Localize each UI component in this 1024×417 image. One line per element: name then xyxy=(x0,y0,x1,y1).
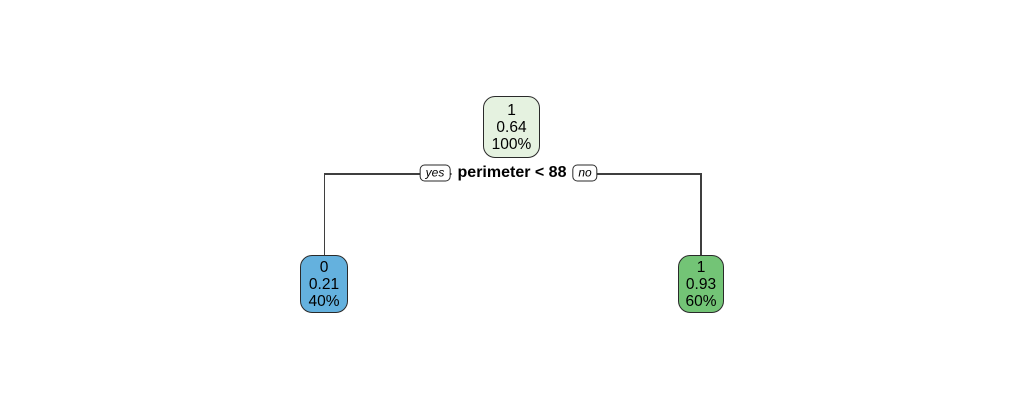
left-leaf-coverage: 40% xyxy=(308,292,340,310)
root-probability: 0.64 xyxy=(496,118,527,136)
edge-label-no: no xyxy=(572,164,598,182)
branch-line-left-vertical xyxy=(323,173,326,255)
tree-node-root: 1 0.64 100% xyxy=(483,96,540,158)
root-class-label: 1 xyxy=(507,101,516,119)
tree-node-left-leaf: 0 0.21 40% xyxy=(300,255,348,313)
left-leaf-class-label: 0 xyxy=(319,258,329,276)
tree-node-right-leaf: 1 0.93 60% xyxy=(678,255,724,313)
root-coverage: 100% xyxy=(491,135,532,153)
right-leaf-coverage: 60% xyxy=(685,292,717,310)
right-leaf-probability: 0.93 xyxy=(685,275,717,293)
branch-line-right-vertical xyxy=(700,173,702,255)
split-condition-label: perimeter < 88 xyxy=(451,164,573,182)
edge-label-yes: yes xyxy=(419,164,451,182)
right-leaf-class-label: 1 xyxy=(696,258,706,276)
left-leaf-probability: 0.21 xyxy=(308,275,340,293)
